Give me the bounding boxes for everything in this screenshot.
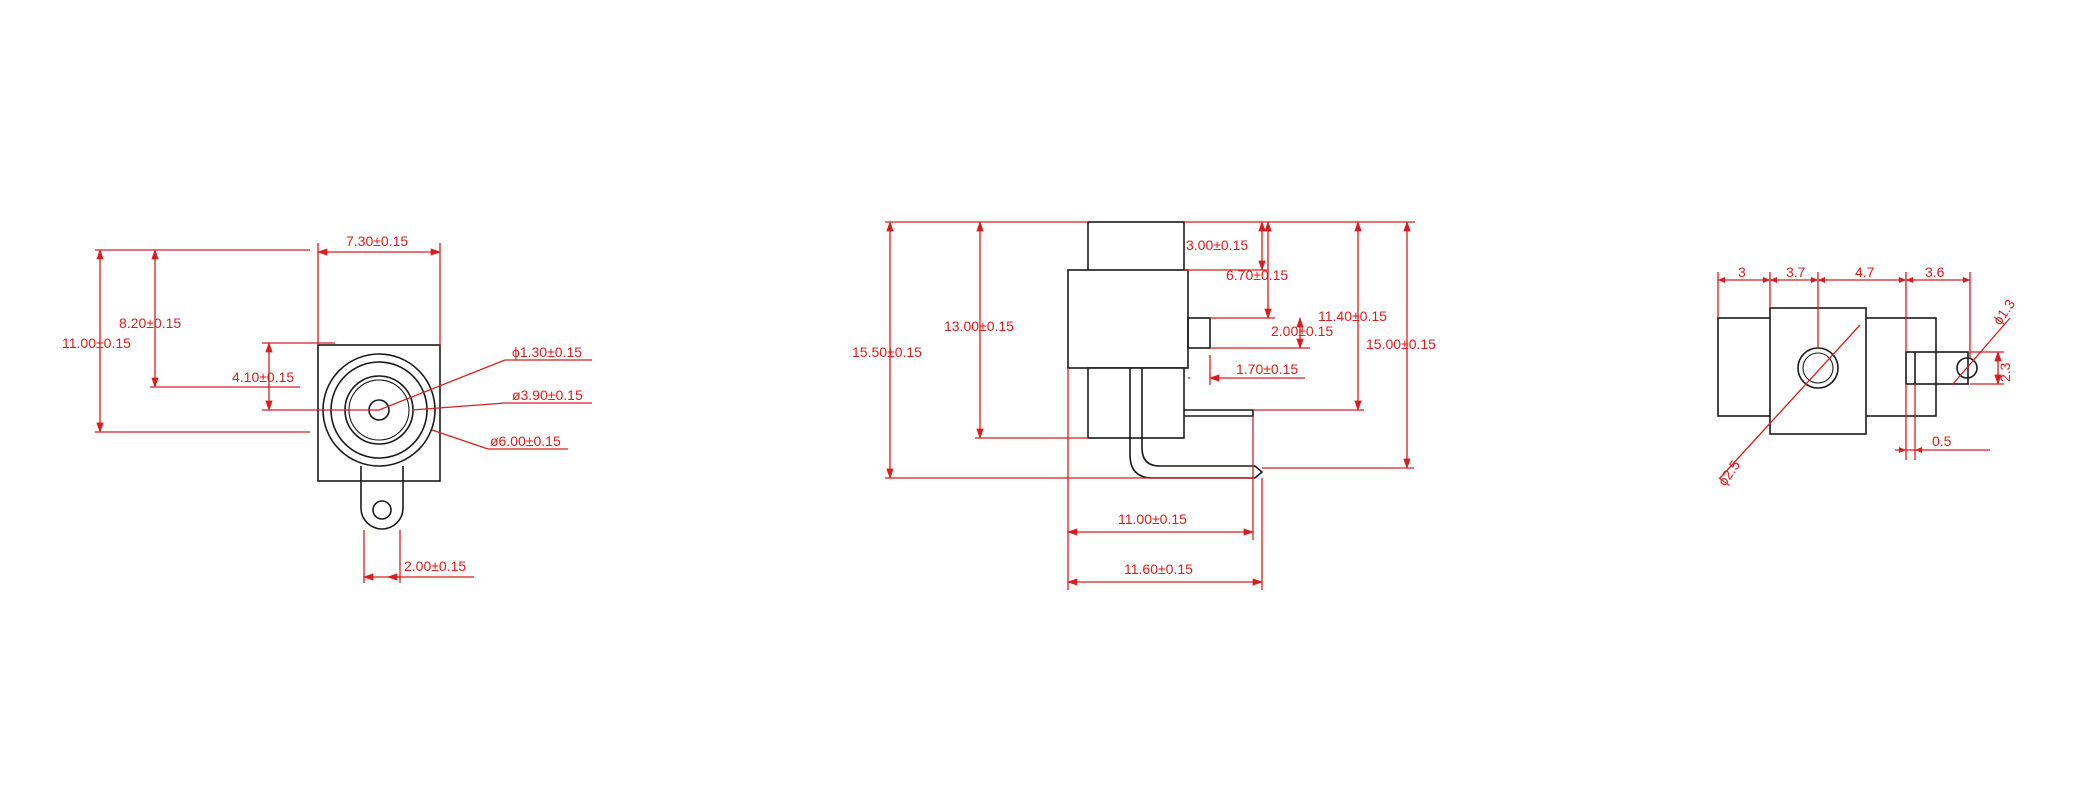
dim-side-2: 2.00±0.15 — [1271, 323, 1333, 339]
dim-top-seg-3-6: 3.6 — [1925, 264, 1945, 280]
dim-top-seg-3: 3 — [1738, 264, 1746, 280]
dim-front-inner-diameter: ø3.90±0.15 — [512, 387, 583, 403]
dim-front-center-height: 8.20±0.15 — [119, 315, 181, 331]
dim-top-hole-1-3: ϕ1.3 — [1989, 296, 2018, 328]
dim-side-3: 3.00±0.15 — [1186, 237, 1248, 253]
side-view: 15.50±0.15 13.00±0.15 3.00±0.15 6.70±0.1… — [852, 220, 1436, 590]
dim-side-11-4: 11.40±0.15 — [1318, 308, 1387, 324]
dim-side-6-7: 6.70±0.15 — [1226, 267, 1288, 283]
dim-top-hole-2-5: ϕ2.5 — [1714, 457, 1743, 489]
front-tab-hole — [372, 500, 392, 520]
dim-top-height-2-3: 2.3 — [1997, 362, 2013, 382]
side-bent-pin — [1129, 438, 1264, 479]
dim-front-outer-diameter: ø6.00±0.15 — [490, 433, 561, 449]
dim-front-width: 7.30±0.15 — [346, 233, 408, 249]
dim-front-tab-width: 2.00±0.15 — [404, 558, 466, 574]
front-body-outline — [317, 344, 441, 482]
top-pin — [1905, 351, 1969, 385]
side-protrusion — [1187, 317, 1211, 349]
top-center-hole-inner — [1802, 352, 1834, 384]
dim-side-1-7: 1.70±0.15 — [1236, 361, 1298, 377]
top-pin-hole — [1956, 357, 1978, 379]
dim-side-length-11: 11.00±0.15 — [1118, 511, 1187, 527]
side-lower-body — [1087, 367, 1185, 439]
side-main-body — [1067, 269, 1189, 369]
front-mounting-tab — [360, 466, 404, 530]
side-top-block — [1087, 221, 1185, 273]
dim-side-15: 15.00±0.15 — [1366, 336, 1436, 352]
dim-top-seg-3-7: 3.7 — [1786, 264, 1806, 280]
top-view: 3 3.7 4.7 3.6 ϕ1.3 2.3 0.5 ϕ2.5 — [1714, 264, 2018, 489]
side-top-pin — [1184, 409, 1254, 417]
dim-side-body-height: 13.00±0.15 — [944, 318, 1014, 334]
dim-front-height: 11.00±0.15 — [62, 335, 131, 351]
dim-top-pin-0-5: 0.5 — [1932, 433, 1952, 449]
front-view: 7.30±0.15 11.00±0.15 8.20±0.15 4.10±0.15… — [62, 233, 592, 583]
dim-front-pin-diameter: ϕ1.30±0.15 — [512, 344, 582, 360]
dim-front-offset: 4.10±0.15 — [232, 369, 294, 385]
dim-top-seg-4-7: 4.7 — [1855, 264, 1875, 280]
dim-side-total-height: 15.50±0.15 — [852, 344, 922, 360]
dim-side-length-11-6: 11.60±0.15 — [1124, 561, 1193, 577]
